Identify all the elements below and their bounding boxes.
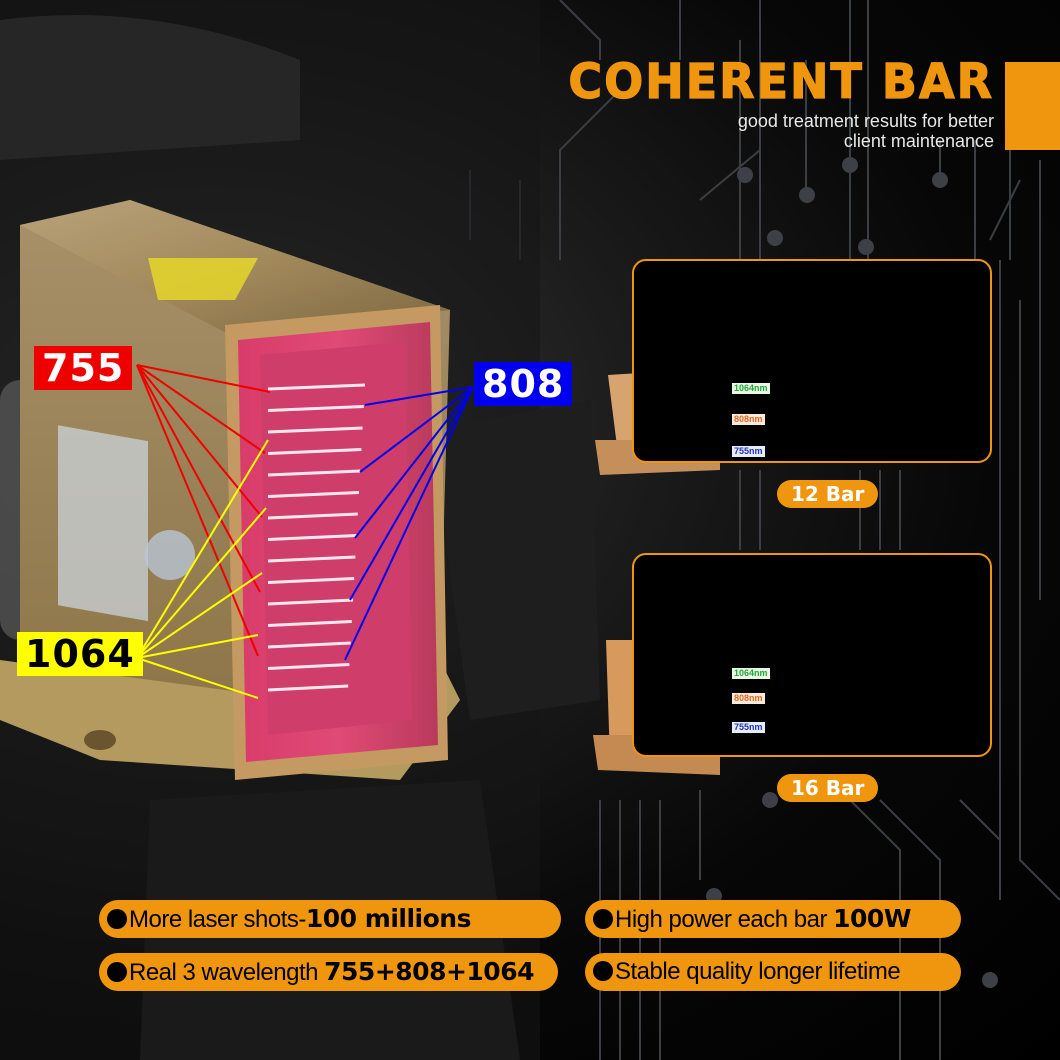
callout-line: [136, 439, 269, 659]
nm-label-755: 755nm: [732, 722, 765, 733]
nm-label-1064: 1064nm: [732, 668, 770, 679]
emitter-stripe: [267, 577, 355, 584]
circuit-traces: [469, 0, 1060, 1060]
callout-line: [364, 386, 474, 406]
feature-text: Real 3 wavelength: [129, 959, 325, 986]
bullet-dot-icon: [593, 961, 613, 981]
callout-line: [136, 364, 259, 657]
emitter-stripe: [267, 641, 351, 649]
emitter-stripe: [267, 663, 350, 670]
callout-line: [354, 386, 474, 539]
emitter-stripe: [267, 448, 362, 455]
emitter-stripe: [267, 383, 366, 391]
feature-pill-power: High power each bar 100W: [585, 900, 961, 938]
callout-line: [136, 364, 261, 593]
callout-1064: 1064: [17, 632, 143, 676]
feature-pill-wavelength: Real 3 wavelength 755+808+1064: [99, 953, 558, 991]
laser-module-photo: [0, 200, 460, 780]
feature-text: Stable quality longer lifetime: [615, 958, 901, 985]
feature-highlight: 755+808+1064: [324, 957, 534, 986]
callout-line: [344, 386, 474, 661]
callout-line: [349, 386, 474, 601]
emitter-stripe: [267, 405, 364, 412]
bullet-dot-icon: [107, 962, 127, 982]
callout-line: [136, 657, 259, 699]
feature-highlight: 100 millions: [305, 904, 472, 933]
bullet-dot-icon: [107, 909, 127, 929]
product-card-12-bar: [632, 259, 992, 463]
callout-line: [136, 364, 271, 393]
emitter-stripe: [267, 598, 354, 606]
emitter-stripe: [267, 426, 363, 434]
product-card-16-bar: [632, 553, 992, 757]
feature-pill-laser-shots: More laser shots-100 millions: [99, 900, 561, 938]
nm-label-808: 808nm: [732, 693, 765, 704]
feature-pill-lifetime: Stable quality longer lifetime: [585, 953, 961, 991]
callout-line: [136, 572, 263, 659]
nm-label-1064: 1064nm: [732, 383, 770, 394]
callout-line: [136, 364, 266, 454]
circuit-nodes: [706, 157, 998, 988]
emitter-stripe: [267, 555, 356, 563]
callout-line: [136, 507, 267, 659]
callout-line: [359, 386, 474, 473]
callout-line: [136, 634, 259, 659]
subtitle-line-2: client maintenance: [843, 131, 994, 151]
callout-line: [136, 364, 263, 518]
feature-highlight: 100W: [833, 904, 911, 933]
title-accent-block: [1005, 62, 1060, 150]
emitter-stripe: [267, 512, 358, 520]
nm-label-755: 755nm: [732, 446, 765, 457]
page-title: COHERENT BAR: [568, 52, 994, 110]
callout-755: 755: [34, 346, 133, 390]
feature-text: High power each bar: [615, 906, 834, 933]
subtitle-line-1: good treatment results for better: [737, 111, 994, 131]
feature-text: More laser shots-: [129, 906, 306, 933]
emitter-stripe: [267, 684, 349, 692]
bullet-dot-icon: [593, 909, 613, 929]
page-subtitle: good treatment results for better client…: [738, 111, 994, 151]
bar-count-badge-12: 12 Bar: [777, 480, 879, 508]
emitter-stripe: [267, 491, 360, 498]
laser-warning-triangle-icon: [148, 258, 258, 300]
emitter-stripe: [267, 534, 357, 541]
emitter-stripe: [267, 469, 361, 477]
emitter-stripe: [267, 620, 352, 627]
nm-label-808: 808nm: [732, 414, 765, 425]
callout-808: 808: [474, 362, 573, 406]
bar-count-badge-16: 16 Bar: [777, 774, 879, 802]
